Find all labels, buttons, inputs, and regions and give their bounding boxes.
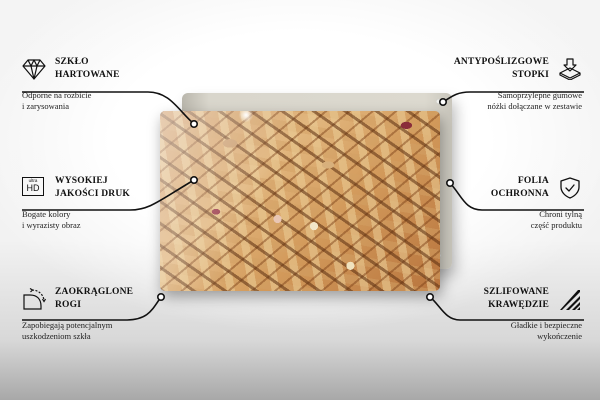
feature-title: FOLIA OCHRONNA: [490, 176, 549, 199]
anti-slip-feet-icon: [558, 57, 582, 80]
feature-rounded-corners: ZAOKRĄGLONE ROGI Zapobiegają potencjalny…: [22, 286, 172, 341]
feature-hd-print: ultra HD WYSOKIEJ JAKOŚCI DRUK Bogate ko…: [22, 175, 172, 230]
feature-protective-film: FOLIA OCHRONNA Chroni tylną część produk…: [432, 175, 582, 230]
rounded-corner-icon: [22, 287, 46, 310]
shield-check-icon: [558, 176, 582, 199]
feature-polished-edges: SZLIFOWANE KRAWĘDZIE Gładkie i bezpieczn…: [412, 286, 582, 341]
feature-description: Bogate kolory i wyrazisty obraz: [22, 209, 81, 230]
diamond-icon: [22, 58, 46, 80]
feature-description: Chroni tylną część produktu: [530, 209, 582, 230]
feature-tempered-glass: SZKŁO HARTOWANE Odporne na rozbicie i za…: [22, 56, 172, 111]
feature-title: ZAOKRĄGLONE ROGI: [55, 287, 134, 310]
feature-description: Samoprzylepne gumowe nóżki dołączane w z…: [487, 90, 582, 111]
feature-description: Odporne na rozbicie i zarysowania: [22, 90, 92, 111]
feature-anti-slip-feet: ANTYPOŚLIZGOWE STOPKI Samoprzylepne gumo…: [412, 56, 582, 111]
feature-title: ANTYPOŚLIZGOWE STOPKI: [453, 57, 549, 80]
feature-description: Gładkie i bezpieczne wykończenie: [510, 320, 582, 341]
glass-reflection: [160, 111, 440, 291]
feature-title: SZLIFOWANE KRAWĘDZIE: [483, 287, 549, 310]
feature-title: SZKŁO HARTOWANE: [55, 57, 120, 80]
polished-edge-icon: [558, 288, 582, 310]
glass-sparkle: [238, 111, 254, 123]
feature-title: WYSOKIEJ JAKOŚCI DRUK: [55, 176, 130, 199]
glass-panel-product-image: [160, 111, 440, 291]
ultra-hd-icon: ultra HD: [22, 176, 46, 199]
feature-description: Zapobiegają potencjalnym uszkodzeniom sz…: [22, 320, 113, 341]
mounting-hole: [436, 99, 441, 104]
